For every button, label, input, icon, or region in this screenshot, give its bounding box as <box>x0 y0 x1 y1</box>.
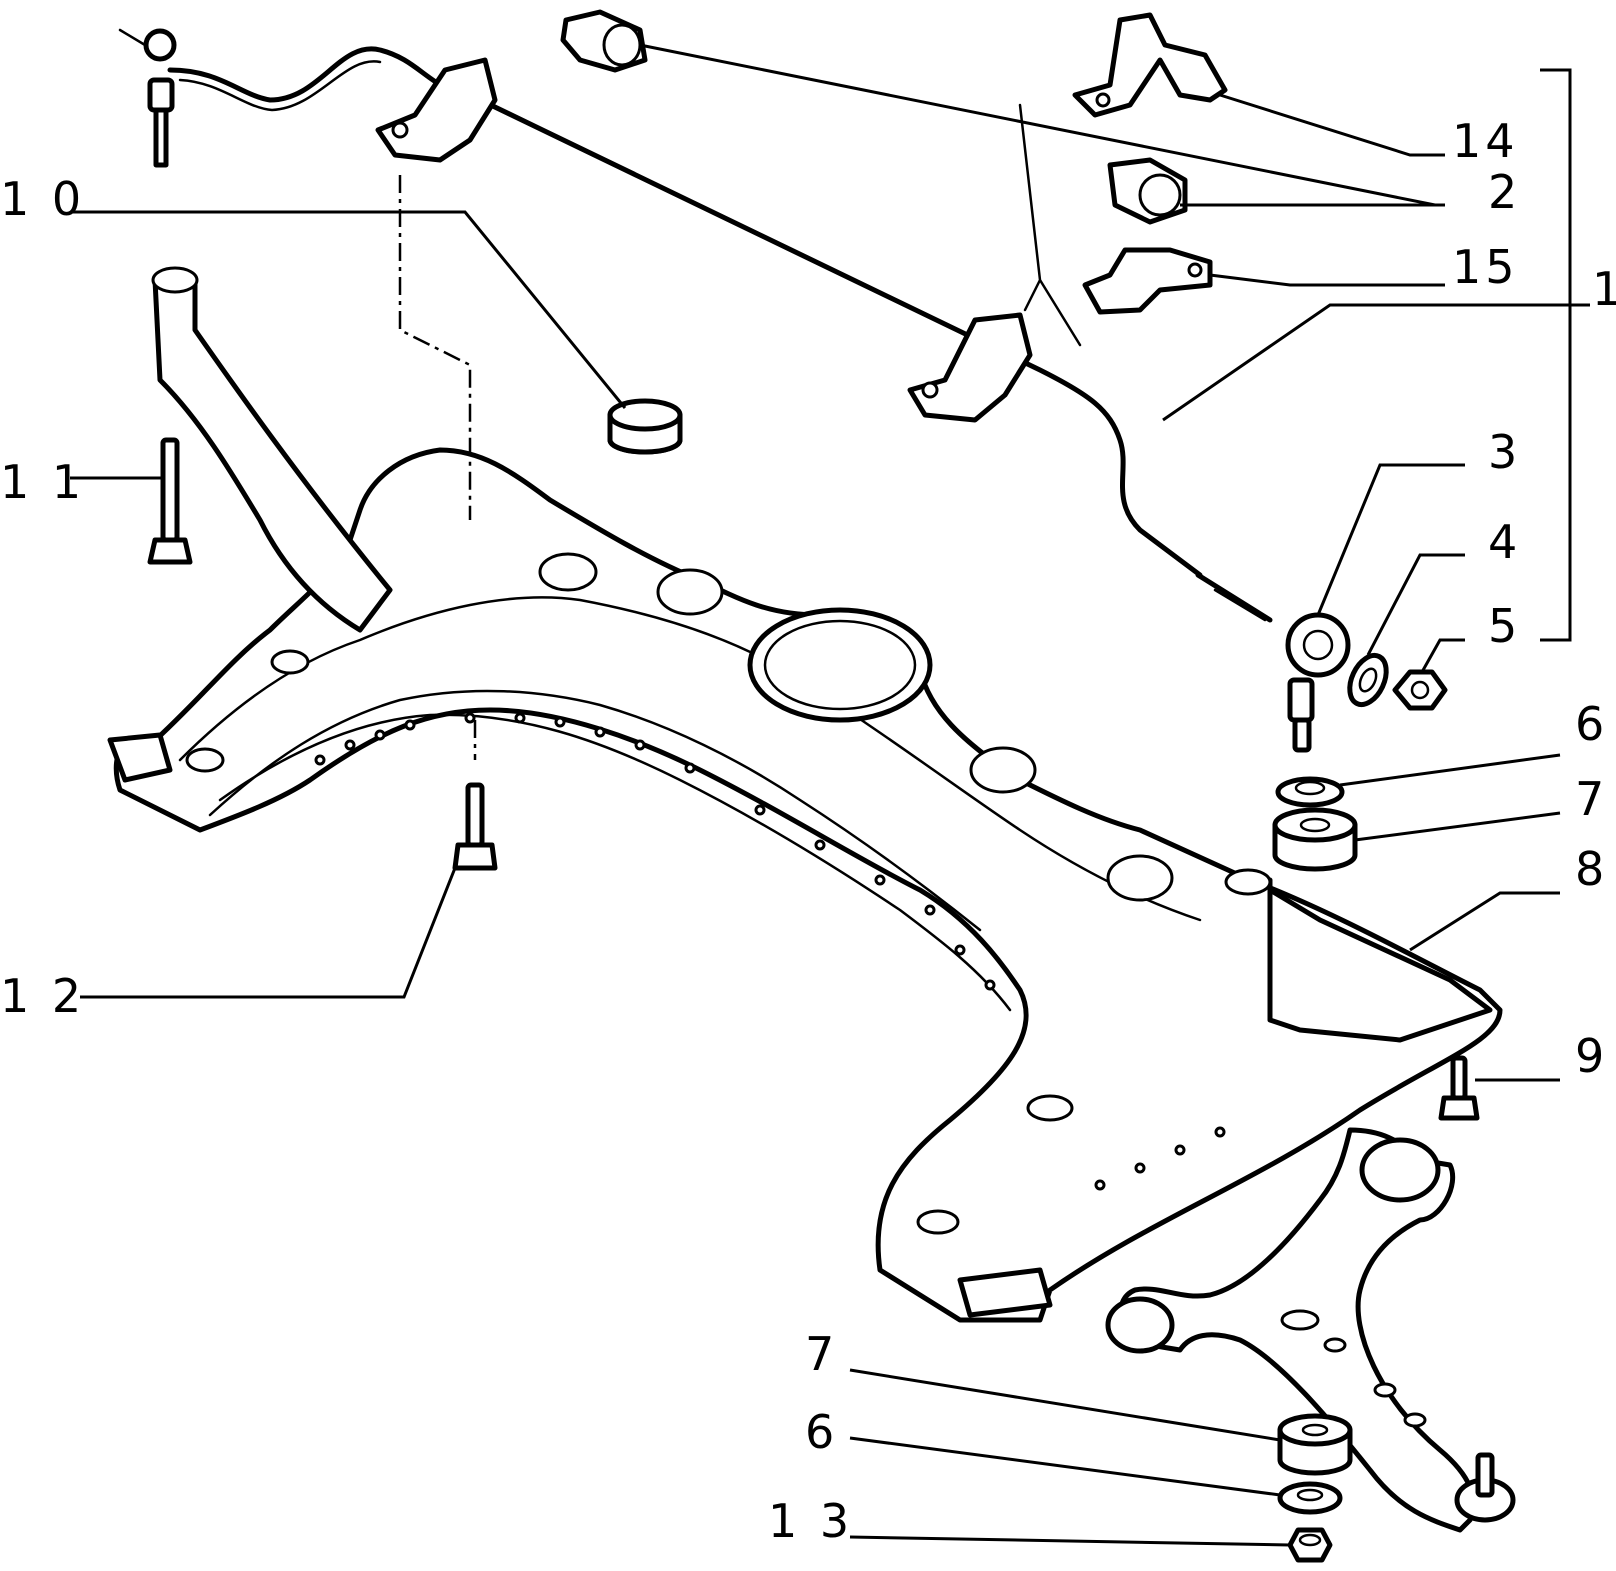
leader-6-lower <box>849 1436 1281 1497</box>
nut-part-13 <box>1287 1527 1333 1563</box>
washer-part-6-lower <box>1277 1481 1343 1515</box>
leader-1 <box>1162 303 1590 422</box>
leader-5 <box>1420 638 1465 673</box>
group-bracket <box>1540 68 1572 642</box>
arrow-indicator <box>1018 103 1082 347</box>
callout-12: 1 2 <box>0 969 85 1023</box>
bolt-part-12 <box>452 782 498 871</box>
leader-7-upper <box>1354 811 1561 842</box>
leader-14 <box>1219 93 1445 157</box>
leader-2 <box>639 43 1445 207</box>
stabilizer-bar <box>118 28 1273 623</box>
callout-9: 9 <box>1575 1029 1608 1083</box>
rivet-holes <box>314 712 1226 1191</box>
callout-2: 2 <box>1488 165 1521 219</box>
leader-8 <box>1409 891 1560 952</box>
callout-7-upper: 7 <box>1575 772 1608 826</box>
washer-part-4 <box>1347 652 1389 708</box>
bush-part-7-lower <box>1277 1413 1353 1476</box>
callout-4: 4 <box>1488 515 1521 569</box>
ball-joint-part-3 <box>1285 612 1351 753</box>
callout-15: 15 <box>1452 240 1519 294</box>
bushing-part-2 <box>1107 157 1188 225</box>
leader-3 <box>1316 463 1465 616</box>
leader-12 <box>80 867 457 999</box>
callout-8: 8 <box>1575 842 1608 896</box>
callout-14: 14 <box>1452 114 1519 168</box>
bush-part-7-upper <box>1272 807 1358 872</box>
leader-10 <box>70 210 627 409</box>
callout-6-upper: 6 <box>1575 697 1608 751</box>
bush-part-10 <box>607 398 683 455</box>
leader-7-lower <box>849 1368 1281 1442</box>
bracket-part-15 <box>1082 247 1213 315</box>
bracket-part-14 <box>1072 12 1228 118</box>
leader-4 <box>1366 553 1465 656</box>
crossmember-subframe <box>107 266 1503 1323</box>
callout-11: 1 1 <box>0 455 85 509</box>
nut-part-5 <box>1392 669 1448 711</box>
lower-control-arm <box>1105 1127 1516 1533</box>
callout-10: 1 0 <box>0 172 85 226</box>
leader-15 <box>1209 273 1445 287</box>
bar-clamp-left <box>375 57 498 163</box>
bar-clamp-right <box>907 312 1033 423</box>
bolt-part-11 <box>147 437 193 565</box>
leader-13 <box>849 1535 1291 1547</box>
leader-lines <box>70 43 1590 1547</box>
callout-1: 1 <box>1592 262 1616 316</box>
assembly-line-left <box>398 175 472 520</box>
leader-6-upper <box>1339 753 1561 787</box>
callout-5: 5 <box>1488 599 1521 653</box>
callout-6-lower: 6 <box>805 1405 838 1459</box>
callout-7-lower: 7 <box>805 1327 838 1381</box>
bolt-part-9 <box>1438 1055 1480 1121</box>
callout-13: 1 3 <box>768 1494 853 1548</box>
bushing-part-2-top <box>560 9 648 73</box>
washer-part-6-upper <box>1275 776 1345 808</box>
callout-3: 3 <box>1488 425 1521 479</box>
